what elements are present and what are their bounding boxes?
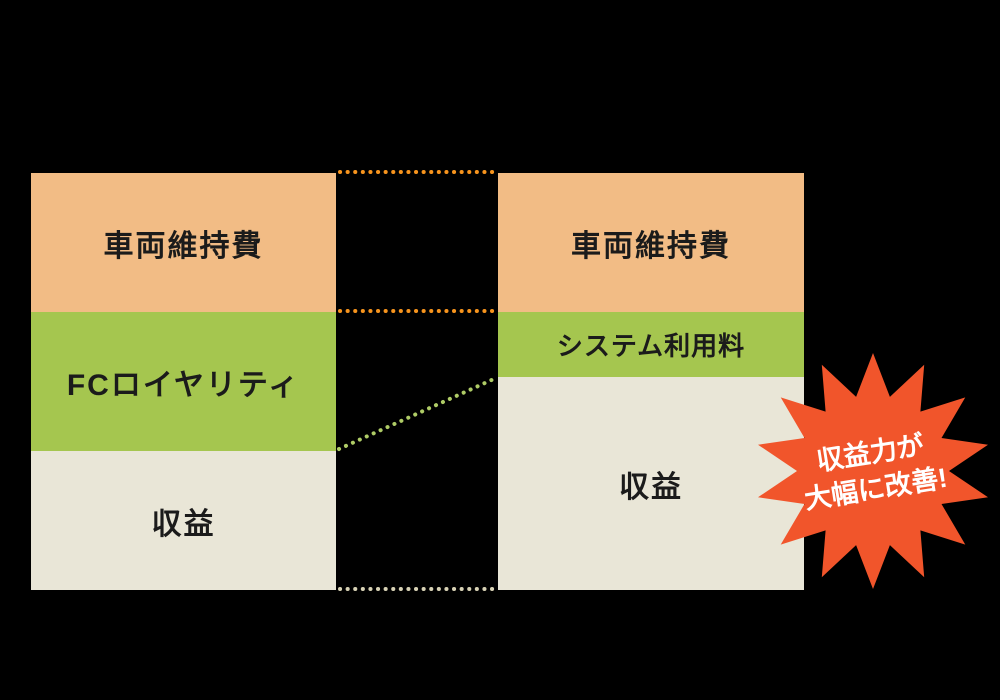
starburst-shape: [758, 353, 988, 589]
starburst-icon: [758, 353, 988, 589]
left-segment-fc-royalty-label: FCロイヤリティ: [66, 368, 301, 402]
left-cost-column: 車両維持費 FCロイヤリティ 収益: [31, 173, 336, 590]
left-segment-vehicle-maintenance-label: 車両維持費: [103, 229, 264, 263]
right-segment-system-fee-label: システム利用料: [556, 331, 746, 361]
connector-diagonal-dotted-line: [337, 376, 498, 451]
right-segment-vehicle-maintenance-label: 車両維持費: [571, 229, 731, 263]
left-segment-vehicle-maintenance: 車両維持費: [31, 173, 336, 312]
left-segment-profit-label: 収益: [151, 507, 216, 541]
right-segment-vehicle-maintenance: 車両維持費: [498, 173, 804, 312]
badge-text: 収益力が 大幅に改善!: [736, 333, 1000, 610]
right-segment-profit-label: 収益: [619, 470, 683, 504]
left-segment-profit: 収益: [31, 451, 336, 590]
right-cost-column: 車両維持費 システム利用料 収益: [498, 173, 804, 590]
right-segment-profit: 収益: [498, 377, 804, 590]
improvement-starburst-badge: 収益力が 大幅に改善!: [753, 350, 993, 592]
right-segment-system-fee: システム利用料: [498, 312, 804, 377]
left-segment-fc-royalty: FCロイヤリティ: [31, 312, 336, 451]
